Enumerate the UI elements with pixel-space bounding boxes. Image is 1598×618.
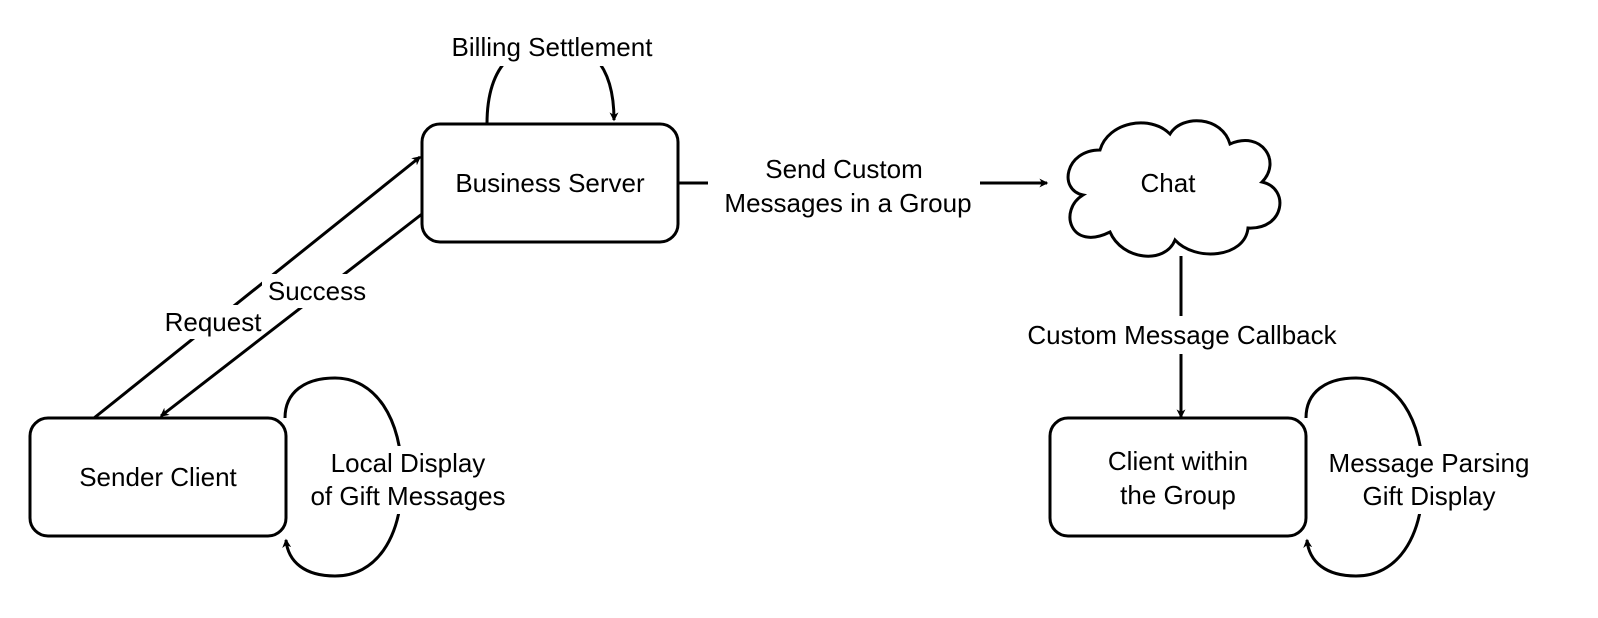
request-edge [93,155,422,420]
local-display-label-bg [297,446,519,514]
message-parsing-label-1: Message Parsing [1329,448,1530,478]
local-display-label-1: Local Display [331,448,486,478]
custom-message-callback-label: Custom Message Callback [1027,320,1337,350]
group-client-node [1048,416,1308,538]
request-label: Request [165,307,263,337]
message-parsing-label-2: Gift Display [1363,481,1496,511]
sender-client-label: Sender Client [79,462,237,492]
success-edge [159,212,423,418]
billing-settlement-label: Billing Settlement [452,32,654,62]
send-custom-messages-label-bg [708,148,980,222]
request-label-bg [158,305,268,339]
business-server-node [420,122,680,244]
success-label: Success [268,276,366,306]
message-parsing-label-bg [1316,446,1542,514]
group-client-label-2: the Group [1120,480,1236,510]
send-custom-messages-label-2: Messages in a Group [724,188,971,218]
success-label-bg [262,274,372,308]
business-server-label: Business Server [455,168,645,198]
send-custom-messages-label-1: Send Custom [765,154,923,184]
chat-label: Chat [1141,168,1197,198]
billing-settlement-label-bg [438,28,668,66]
group-client-label-1: Client within [1108,446,1248,476]
custom-message-callback-label-bg [1008,316,1356,354]
local-display-label-2: of Gift Messages [310,481,505,511]
sender-client-node [28,416,288,538]
chat-cloud-node [1066,119,1282,258]
